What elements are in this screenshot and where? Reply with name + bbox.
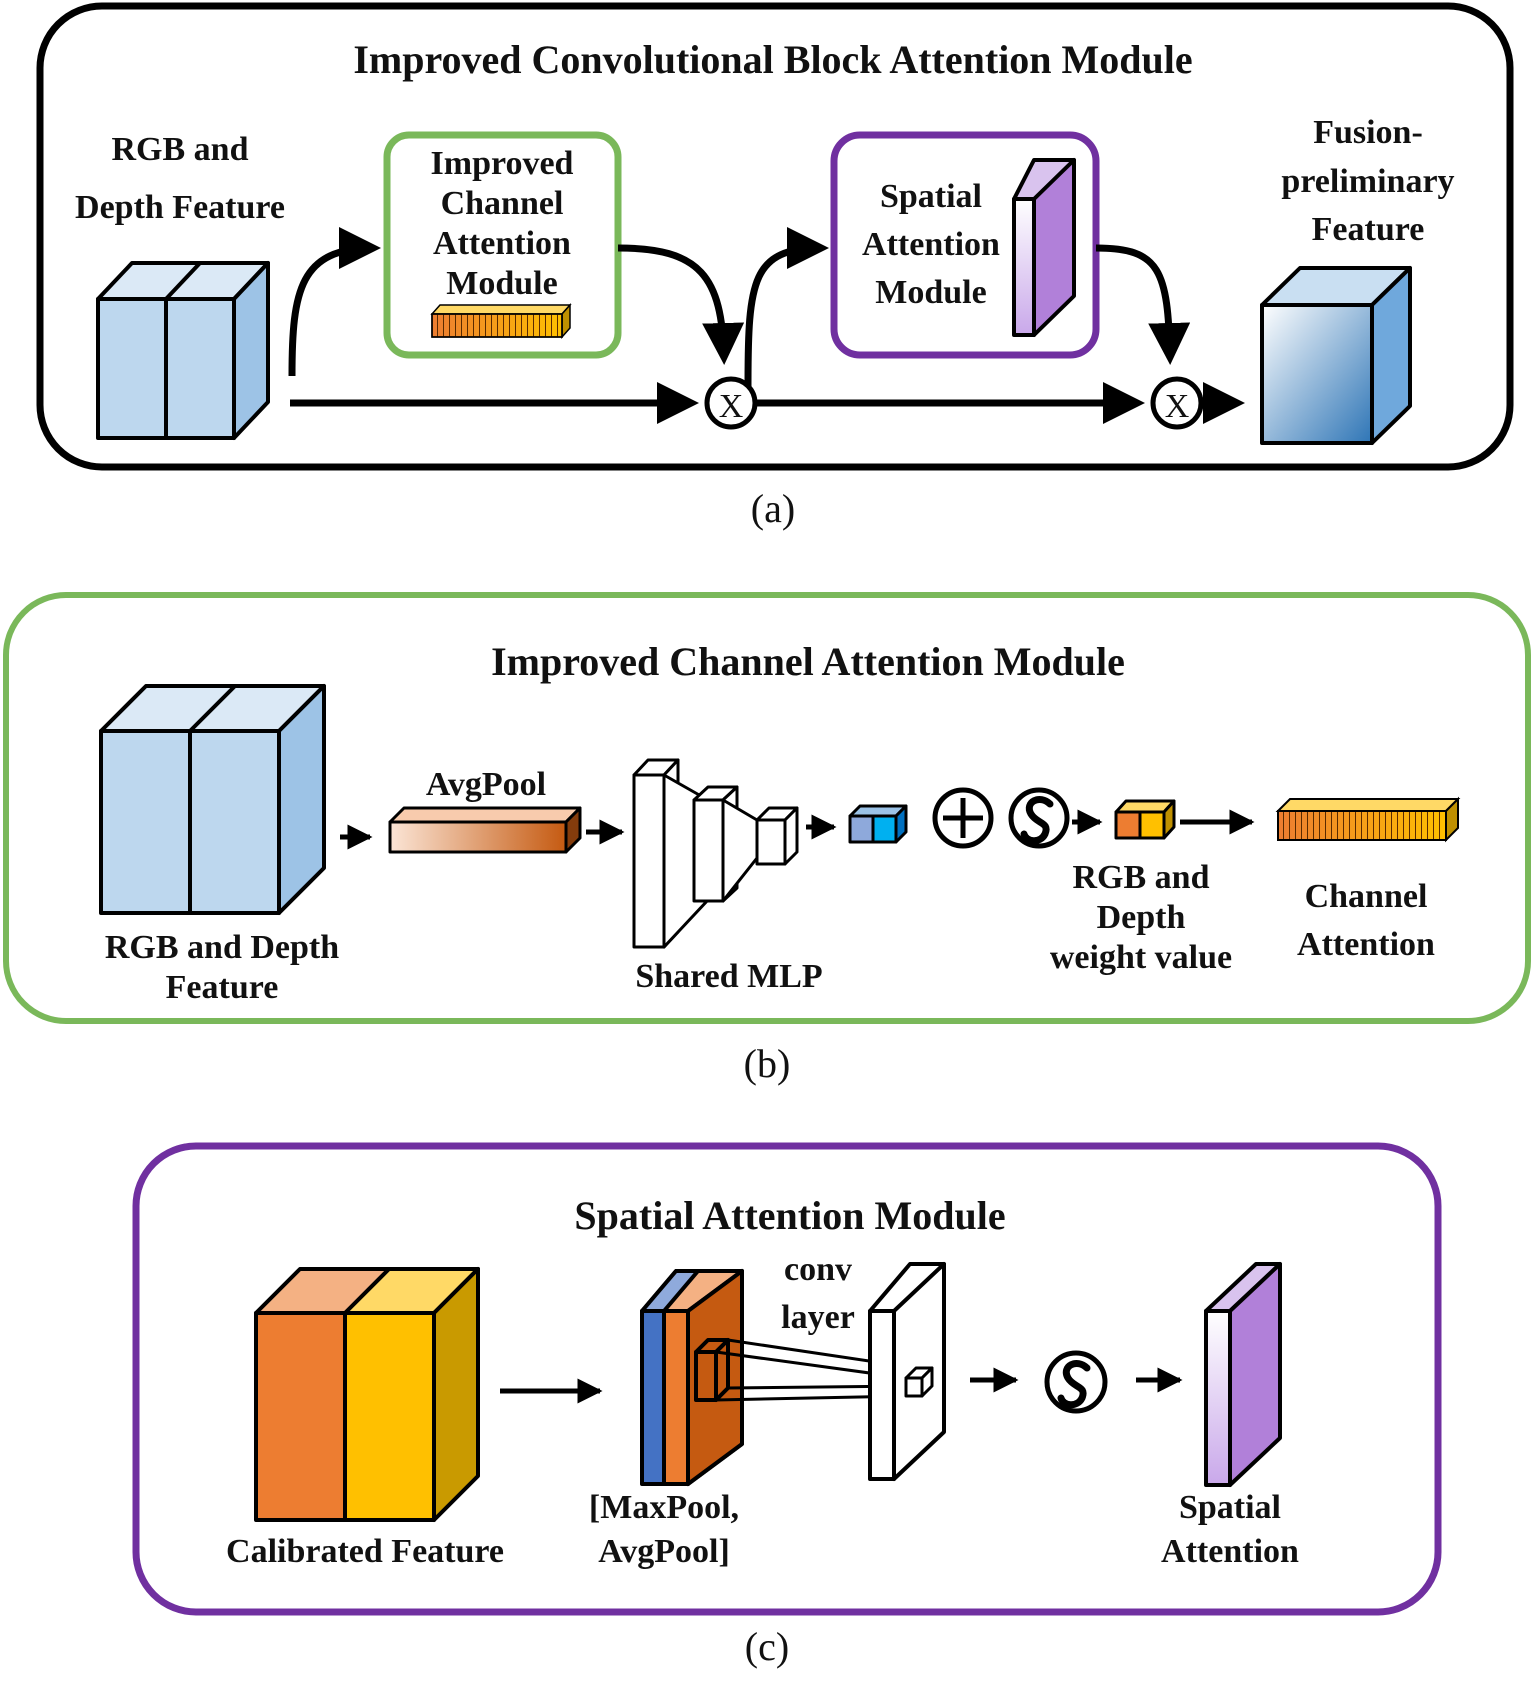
pool-label-line1: [MaxPool, bbox=[589, 1489, 739, 1526]
b-input-label-line2: Feature bbox=[166, 969, 279, 1006]
weight-label-line1: RGB and bbox=[1073, 859, 1210, 896]
calibrated-feature-cube bbox=[254, 1267, 480, 1522]
panel-a-title: Improved Convolutional Block Attention M… bbox=[353, 37, 1192, 82]
multiply-operator-1: X bbox=[704, 376, 758, 430]
channel-module-label-line4: Module bbox=[446, 265, 557, 302]
channel-module-label-line3: Attention bbox=[433, 225, 571, 262]
arrow-channel-to-multiply-1 bbox=[617, 244, 745, 365]
panel-a-arrows bbox=[288, 227, 1245, 424]
weight-value-cubes bbox=[1114, 799, 1176, 840]
channel-attention-bar bbox=[1275, 796, 1461, 843]
output-label-line2: preliminary bbox=[1281, 163, 1454, 200]
multiply-symbol-1: X bbox=[719, 388, 744, 425]
arrow-multiply-1-to-spatial bbox=[744, 227, 829, 387]
shared-mlp bbox=[632, 758, 799, 949]
spatial-module-label-line2: Attention bbox=[862, 226, 1000, 263]
spatial-attention-label-line1: Spatial bbox=[1179, 1489, 1281, 1526]
pooled-feature-maps bbox=[640, 1269, 744, 1486]
spatial-attention-map bbox=[1204, 1262, 1282, 1487]
panel-b-arrows bbox=[340, 809, 1255, 850]
shared-mlp-label: Shared MLP bbox=[635, 958, 822, 995]
pool-label-line2: AvgPool] bbox=[598, 1533, 730, 1570]
avgpool-bar bbox=[388, 806, 582, 854]
calibrated-feature-label: Calibrated Feature bbox=[226, 1533, 504, 1570]
output-label-line3: Feature bbox=[1312, 211, 1425, 248]
add-operator bbox=[932, 787, 994, 849]
conv-label-line1: conv bbox=[784, 1251, 852, 1288]
panel-c-frame bbox=[132, 1142, 1442, 1616]
input-label-line1: RGB and bbox=[112, 131, 249, 168]
b-input-label-line1: RGB and Depth bbox=[105, 929, 339, 966]
weight-label-line3: weight value bbox=[1050, 939, 1232, 976]
channel-attention-label-line2: Attention bbox=[1297, 926, 1435, 963]
sigmoid-icon bbox=[1008, 787, 1070, 849]
sigmoid-icon-c bbox=[1044, 1350, 1108, 1414]
conv-label-line2: layer bbox=[781, 1299, 855, 1336]
multiply-operator-2: X bbox=[1150, 376, 1204, 430]
caption-c: (c) bbox=[745, 1624, 789, 1669]
mlp-output-cubes bbox=[848, 804, 908, 844]
multiply-symbol-2: X bbox=[1165, 388, 1190, 425]
conv-layer bbox=[868, 1262, 946, 1481]
panel-c-arrows bbox=[500, 1367, 1183, 1404]
panel-a: Improved Convolutional Block Attention M… bbox=[36, 2, 1514, 531]
input-label-line2: Depth Feature bbox=[75, 189, 285, 226]
panel-c-title: Spatial Attention Module bbox=[574, 1193, 1005, 1238]
fusion-feature-cube bbox=[1260, 266, 1412, 445]
panel-b-title: Improved Channel Attention Module bbox=[491, 639, 1125, 684]
panel-c: Spatial Attention Module Calibrated Feat… bbox=[132, 1142, 1442, 1669]
spatial-attention-label-line2: Attention bbox=[1161, 1533, 1299, 1570]
channel-attention-bar-small bbox=[430, 303, 572, 339]
channel-module-label-line2: Channel bbox=[441, 185, 564, 222]
caption-a: (a) bbox=[751, 486, 795, 531]
caption-b: (b) bbox=[744, 1041, 791, 1086]
spatial-module-label-line3: Module bbox=[875, 274, 986, 311]
arrow-spatial-to-multiply-2 bbox=[1095, 244, 1191, 365]
weight-label-line2: Depth bbox=[1097, 899, 1186, 936]
channel-module-label-line1: Improved bbox=[431, 145, 574, 182]
spatial-attention-map-small bbox=[1012, 158, 1076, 337]
panel-a-frame bbox=[36, 2, 1514, 471]
panel-b-frame bbox=[3, 592, 1531, 1024]
output-label-line1: Fusion- bbox=[1313, 114, 1423, 151]
channel-attention-label-line1: Channel bbox=[1305, 878, 1428, 915]
arrow-input-to-channel bbox=[288, 227, 381, 377]
panel-b: Improved Channel Attention Module RGB an… bbox=[3, 592, 1531, 1086]
rgb-depth-feature-cube bbox=[96, 261, 270, 440]
rgb-depth-feature-cube-large bbox=[99, 684, 326, 915]
spatial-module-label-line1: Spatial bbox=[880, 178, 982, 215]
avgpool-label: AvgPool bbox=[426, 766, 546, 803]
